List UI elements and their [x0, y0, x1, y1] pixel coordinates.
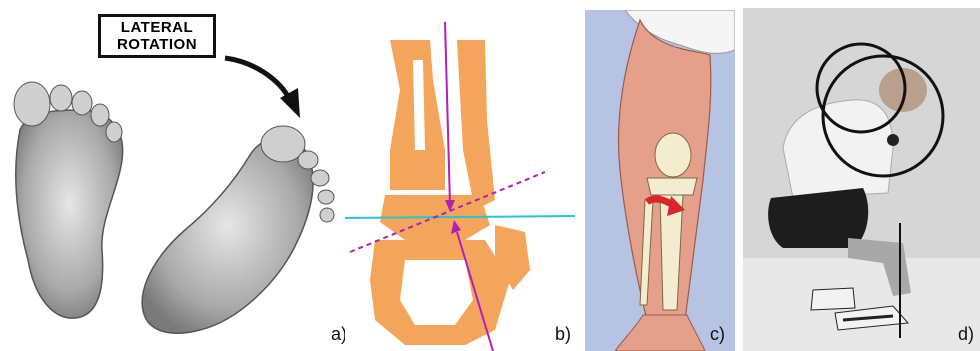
panel-d-squat-photo: d): [743, 8, 980, 351]
panel-a-feet-illustration: LATERAL ROTATION a): [0, 0, 355, 351]
left-foot-sole: [14, 82, 123, 318]
callout-line-2: ROTATION: [101, 36, 213, 53]
panel-b-label: b): [555, 324, 571, 345]
barbell-end: [887, 134, 899, 146]
patella: [655, 133, 691, 177]
leg-drawing: [585, 10, 735, 351]
panel-c-label: c): [710, 324, 725, 345]
lateral-rotation-callout: LATERAL ROTATION: [98, 14, 216, 58]
tibia-plateau: [647, 178, 697, 195]
callout-line-1: LATERAL: [101, 19, 213, 36]
panel-d-label: d): [958, 324, 974, 345]
foot: [615, 315, 705, 351]
right-foot-rotated: [142, 126, 334, 333]
curved-arrow-icon: [225, 58, 300, 118]
floor: [743, 258, 980, 351]
panel-c-leg-anatomy: c): [585, 10, 735, 351]
shoe-back: [811, 288, 855, 310]
panel-b-ankle-diagram: b): [345, 0, 580, 351]
ankle-bones-drawing: [345, 0, 580, 351]
cyan-axis-line: [345, 216, 575, 218]
magenta-vertical-line: [445, 22, 450, 205]
squat-drawing: [743, 8, 980, 351]
